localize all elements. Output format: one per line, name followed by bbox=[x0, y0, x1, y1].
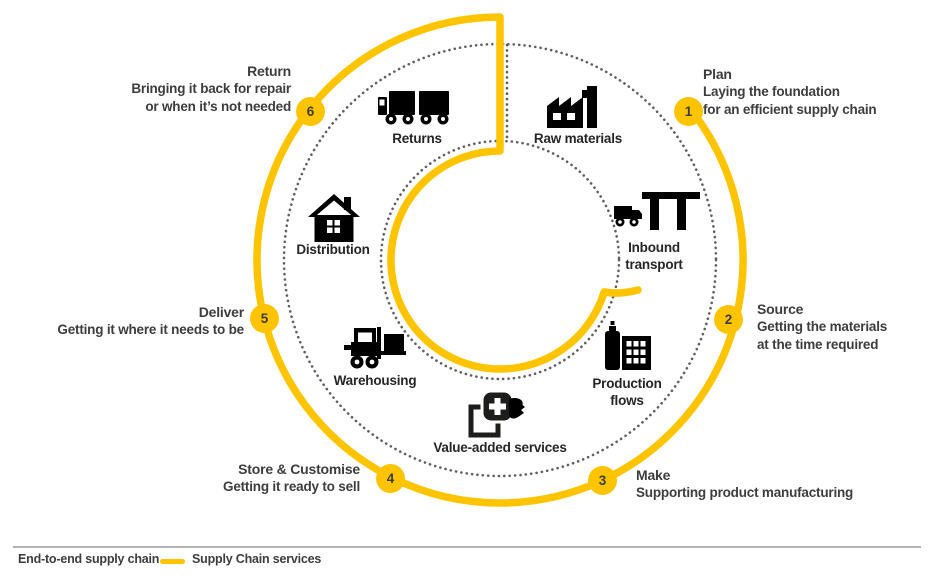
end-to-end-outer-dotted-circle bbox=[282, 42, 718, 478]
stage-4-number: 4 bbox=[386, 471, 395, 486]
stage-return-line2: or when it’s not needed bbox=[145, 99, 291, 114]
stage-make-title: Make bbox=[636, 467, 671, 483]
ring-label-inbound-transport: Inbound transport bbox=[574, 239, 734, 273]
stage-return-line1: Bringing it back for repair bbox=[131, 81, 291, 96]
stage-plan-line1: Laying the foundation bbox=[703, 84, 840, 99]
stage-2-badge: 2 bbox=[714, 305, 743, 334]
stage-return-text: Return Bringing it back for repair or wh… bbox=[56, 62, 291, 116]
ring-label-distribution: Distribution bbox=[296, 242, 370, 257]
stage-make-line1: Supporting product manufacturing bbox=[636, 485, 854, 500]
ring-label-inbound-line1: Inbound bbox=[628, 240, 680, 255]
stage-6-number: 6 bbox=[306, 104, 315, 119]
ring-label-production-line2: flows bbox=[610, 393, 644, 408]
stage-deliver-line1: Getting it where it needs to be bbox=[57, 322, 244, 337]
stage-plan-line2: for an efficient supply chain bbox=[703, 102, 877, 117]
stage-source-line2: at the time required bbox=[757, 337, 879, 352]
stage-3-number: 3 bbox=[598, 473, 607, 488]
ring-label-raw-materials: Raw materials bbox=[533, 131, 623, 146]
trucks-icon bbox=[378, 88, 458, 126]
ring-label-production-flows: Production flows bbox=[547, 375, 707, 409]
legend-services-label: Supply Chain services bbox=[192, 552, 322, 566]
stage-1-badge: 1 bbox=[674, 97, 703, 126]
ring-label-production-line1: Production bbox=[592, 376, 662, 391]
stage-store-line1: Getting it ready to sell bbox=[223, 479, 360, 494]
stage-deliver-title: Deliver bbox=[198, 304, 244, 320]
truck-dock-icon bbox=[614, 192, 700, 236]
stage-3-badge: 3 bbox=[588, 466, 617, 495]
stage-return-title: Return bbox=[247, 63, 291, 79]
legend-divider bbox=[13, 546, 921, 548]
stage-source-text: Source Getting the materials at the time… bbox=[757, 300, 930, 354]
stage-store-title: Store & Customise bbox=[238, 461, 360, 477]
stage-plan-title: Plan bbox=[703, 66, 732, 82]
legend-services-line-swatch bbox=[160, 559, 185, 564]
stage-source-line1: Getting the materials bbox=[757, 319, 888, 334]
ring-label-value-added-services: Value-added services bbox=[433, 440, 567, 455]
canister-building-icon bbox=[603, 320, 651, 370]
forklift-icon bbox=[344, 327, 406, 369]
stage-6-badge: 6 bbox=[296, 97, 325, 126]
ring-label-inbound-line2: transport bbox=[625, 257, 683, 272]
legend-end-to-end-label: End-to-end supply chain bbox=[18, 552, 160, 566]
stage-1-number: 1 bbox=[684, 104, 693, 119]
house-icon bbox=[308, 194, 360, 242]
stage-5-badge: 5 bbox=[250, 304, 279, 333]
stage-source-title: Source bbox=[757, 301, 804, 317]
box-plus-hand-icon bbox=[467, 389, 525, 438]
ring-label-warehousing: Warehousing bbox=[333, 373, 417, 388]
stage-make-text: Make Supporting product manufacturing bbox=[636, 466, 906, 502]
ring-label-returns: Returns bbox=[392, 131, 442, 146]
stage-2-number: 2 bbox=[724, 312, 733, 327]
stage-store-text: Store & Customise Getting it ready to se… bbox=[130, 460, 360, 496]
stage-4-badge: 4 bbox=[376, 464, 405, 493]
stage-5-number: 5 bbox=[260, 311, 269, 326]
stage-deliver-text: Deliver Getting it where it needs to be bbox=[25, 303, 244, 339]
factory-icon bbox=[545, 84, 611, 128]
stage-plan-text: Plan Laying the foundation for an effici… bbox=[703, 65, 930, 119]
